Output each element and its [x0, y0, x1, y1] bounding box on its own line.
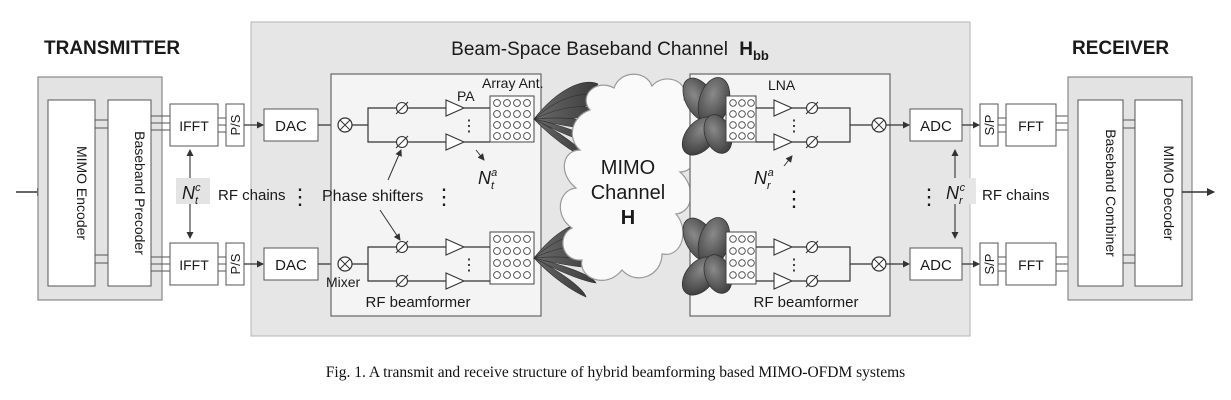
baseband-precoder-label: Baseband Precoder	[132, 131, 148, 255]
fft-block-bottom	[1005, 242, 1057, 286]
tx-antenna-array-top	[489, 95, 535, 143]
mimo-channel-line3: H	[621, 207, 635, 229]
mimo-encoder-label: MIMO Encoder	[74, 146, 90, 240]
sp-label-bottom: S/P	[982, 254, 997, 275]
rx-antenna-array-bottom	[725, 231, 757, 285]
tx-nc-symbol: Ntc	[182, 182, 201, 207]
rx-lobes-bottom	[681, 217, 733, 296]
figure-caption: Fig. 1. A transmit and receive structure…	[325, 364, 906, 381]
dac-block-top	[263, 108, 319, 142]
ifft-label-top: IFFT	[179, 118, 209, 134]
rx-rf-beamformer-label: RF beamformer	[753, 294, 858, 311]
rx-antenna-array-top	[725, 95, 757, 143]
tx-na-symbol: Nta	[478, 167, 497, 192]
adc-label-bottom: ADC	[920, 257, 952, 274]
baseband-combiner-block	[1077, 99, 1124, 287]
mimo-channel-line1: MIMO	[601, 157, 655, 179]
mixer-label: Mixer	[326, 274, 361, 290]
ps-label-bottom: P/S	[228, 253, 243, 274]
rx-lobes-top	[681, 77, 733, 156]
ifft-block-bottom	[169, 242, 219, 286]
dac-label-top: DAC	[275, 118, 307, 135]
tx-rf-beamformer-label: RF beamformer	[365, 294, 470, 311]
tx-antenna-array-bottom	[489, 231, 535, 285]
transmitter-heading: TRANSMITTER	[44, 38, 180, 59]
fft-block-top	[1005, 103, 1057, 147]
lna-label: LNA	[768, 77, 796, 93]
baseband-precoder-block	[107, 99, 152, 287]
fft-label-bottom: FFT	[1018, 257, 1044, 273]
baseband-combiner-label: Baseband Combiner	[1103, 129, 1119, 257]
tx-rf-dots: ⋮	[433, 184, 455, 209]
mimo-decoder-block	[1134, 99, 1183, 287]
rx-chain-dots: ⋮	[918, 184, 940, 209]
mimo-encoder-block	[47, 99, 96, 287]
ifft-label-bottom: IFFT	[179, 257, 209, 273]
tx-rf-chains-label: RF chains	[218, 187, 286, 204]
svg-text:⋮: ⋮	[461, 257, 477, 274]
svg-text:⋮: ⋮	[786, 118, 802, 135]
beam-space-title: Beam-Space Baseband Channel Hbb	[451, 39, 769, 63]
pa-amplifier-group-tx	[445, 99, 466, 290]
adc-label-top: ADC	[920, 118, 952, 135]
pa-label: PA	[457, 88, 475, 104]
tx-dots: ⋮	[289, 184, 311, 209]
svg-text:⋮: ⋮	[461, 118, 477, 135]
array-ant-label: Array Ant.	[482, 75, 543, 91]
rx-na-symbol: Nra	[754, 167, 774, 192]
rx-nc-symbol: Nrc	[946, 182, 966, 207]
mimo-channel-cloud	[559, 73, 698, 281]
lna-amplifier-group-rx	[773, 99, 794, 290]
receiver-heading: RECEIVER	[1072, 38, 1169, 59]
rx-rf-chains-label: RF chains	[982, 187, 1050, 204]
adc-block-top	[909, 108, 963, 142]
phase-shifters-label: Phase shifters	[322, 188, 423, 205]
rx-rf-dots: ⋮	[783, 186, 805, 211]
ps-label-top: P/S	[228, 114, 243, 135]
dac-label-bottom: DAC	[275, 257, 307, 274]
svg-text:⋮: ⋮	[786, 257, 802, 274]
mimo-decoder-label: MIMO Decoder	[1161, 146, 1177, 241]
mimo-channel-line2: Channel	[591, 182, 666, 204]
fft-label-top: FFT	[1018, 118, 1044, 134]
dac-block-bottom	[263, 247, 319, 281]
ifft-block-top	[169, 103, 219, 147]
sp-label-top: S/P	[982, 115, 997, 136]
